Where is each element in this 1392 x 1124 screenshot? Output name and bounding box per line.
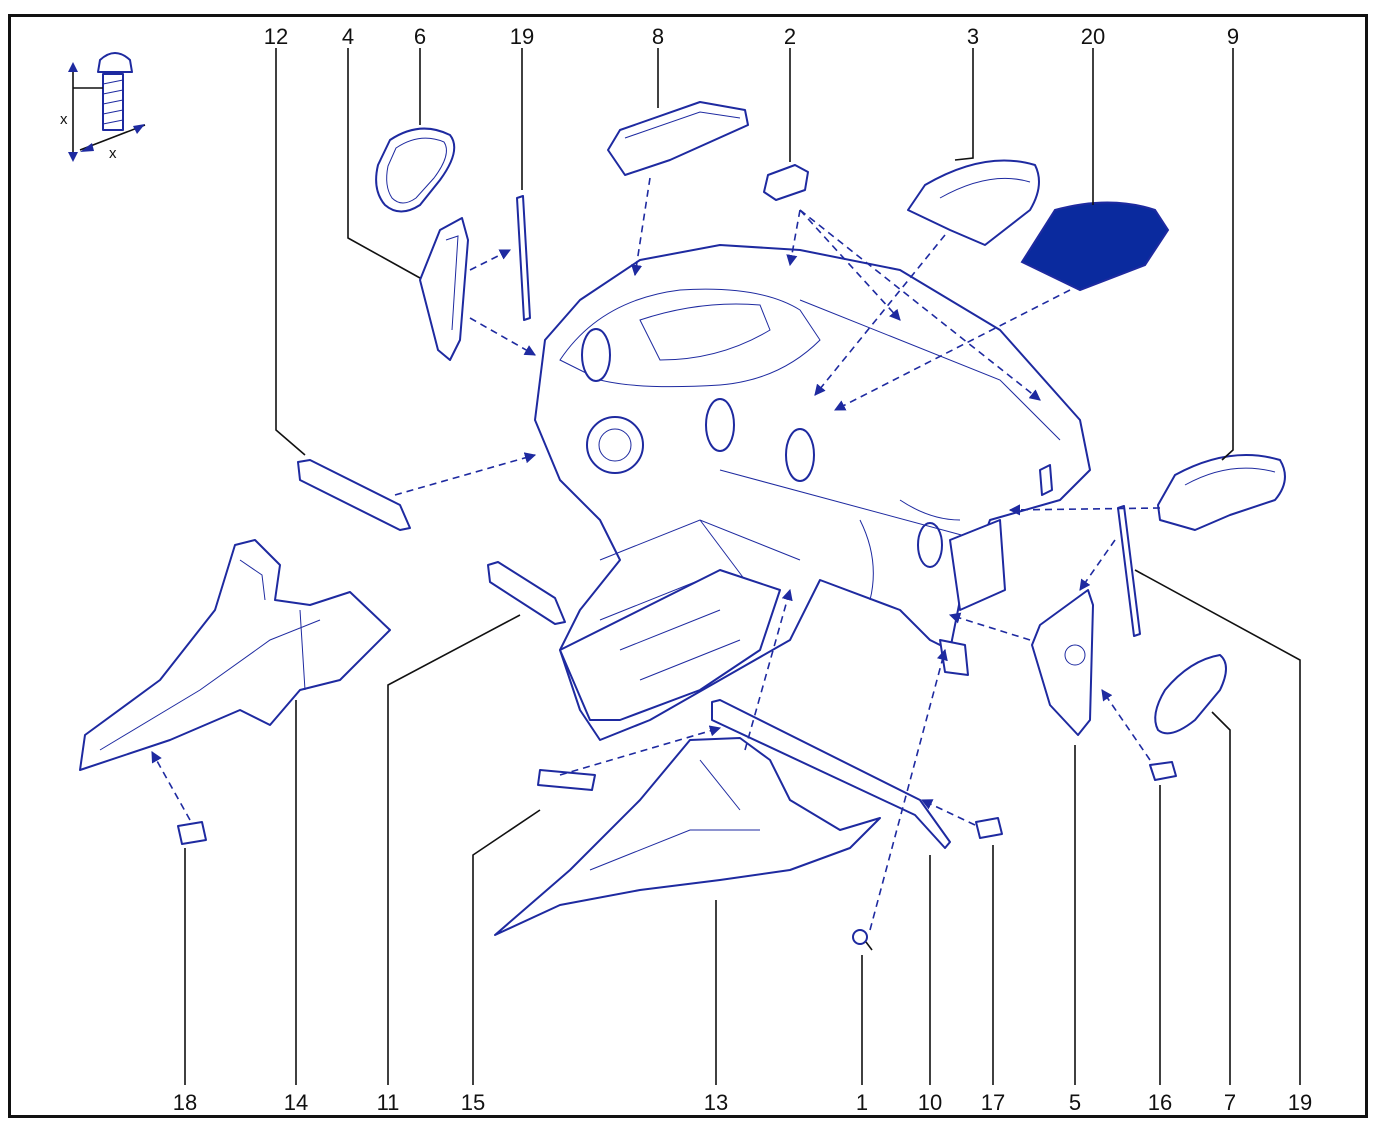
part-14-side-panel — [79, 539, 391, 771]
part-4-side-panel — [419, 217, 469, 361]
screw-symbol-icon: x x — [60, 52, 146, 162]
part-19-strip-left — [516, 195, 531, 321]
part-11-trim-strip — [487, 561, 566, 625]
callout-18: 18 — [173, 1090, 197, 1115]
callout-4: 4 — [342, 24, 354, 49]
callouts-bottom: 18 14 11 15 13 1 10 17 5 16 7 19 — [173, 1090, 1312, 1115]
callout-3: 3 — [967, 24, 979, 49]
part-2-clip — [763, 164, 809, 201]
callouts-top: 12 4 6 19 8 2 3 20 9 — [264, 24, 1239, 49]
part-12-trim-strip — [297, 459, 411, 531]
callout-19-bottom: 19 — [1288, 1090, 1312, 1115]
leader-lines — [184, 48, 1301, 1085]
part-8-top-cover — [607, 101, 749, 176]
callout-19-top: 19 — [510, 24, 534, 49]
callout-6: 6 — [414, 24, 426, 49]
callout-9: 9 — [1227, 24, 1239, 49]
part-5-side-panel — [1031, 589, 1094, 736]
part-1-screw — [852, 929, 873, 951]
callout-1: 1 — [856, 1090, 868, 1115]
callout-12: 12 — [264, 24, 288, 49]
callout-2: 2 — [784, 24, 796, 49]
callout-17: 17 — [981, 1090, 1005, 1115]
part-9-end-cap — [1157, 454, 1286, 531]
callout-10: 10 — [918, 1090, 942, 1115]
callout-15: 15 — [461, 1090, 485, 1115]
part-15-badge — [537, 769, 596, 791]
callout-7: 7 — [1224, 1090, 1236, 1115]
part-10-rail — [711, 699, 951, 849]
part-16-clip — [1149, 761, 1177, 781]
part-6-trim-ring — [375, 127, 456, 213]
part-17-clip — [975, 817, 1003, 839]
callout-14: 14 — [284, 1090, 308, 1115]
part-20-highlighted-cover — [1020, 201, 1170, 292]
part-3-cover — [907, 159, 1040, 246]
callout-20: 20 — [1081, 24, 1105, 49]
screw-dim-label-y: x — [109, 145, 117, 162]
callout-16: 16 — [1148, 1090, 1172, 1115]
part-19-strip-right — [1117, 505, 1141, 637]
assembly-arrows — [151, 177, 1161, 931]
callout-5: 5 — [1069, 1090, 1081, 1115]
callout-11: 11 — [377, 1090, 400, 1115]
screw-dim-label-x: x — [60, 111, 68, 128]
part-18-clip — [177, 821, 207, 845]
part-13-lower-panel — [494, 737, 881, 936]
part-7-trim-ring — [1154, 654, 1227, 735]
dashboard-assembly — [534, 244, 1091, 741]
callout-8: 8 — [652, 24, 664, 49]
callout-13: 13 — [704, 1090, 728, 1115]
